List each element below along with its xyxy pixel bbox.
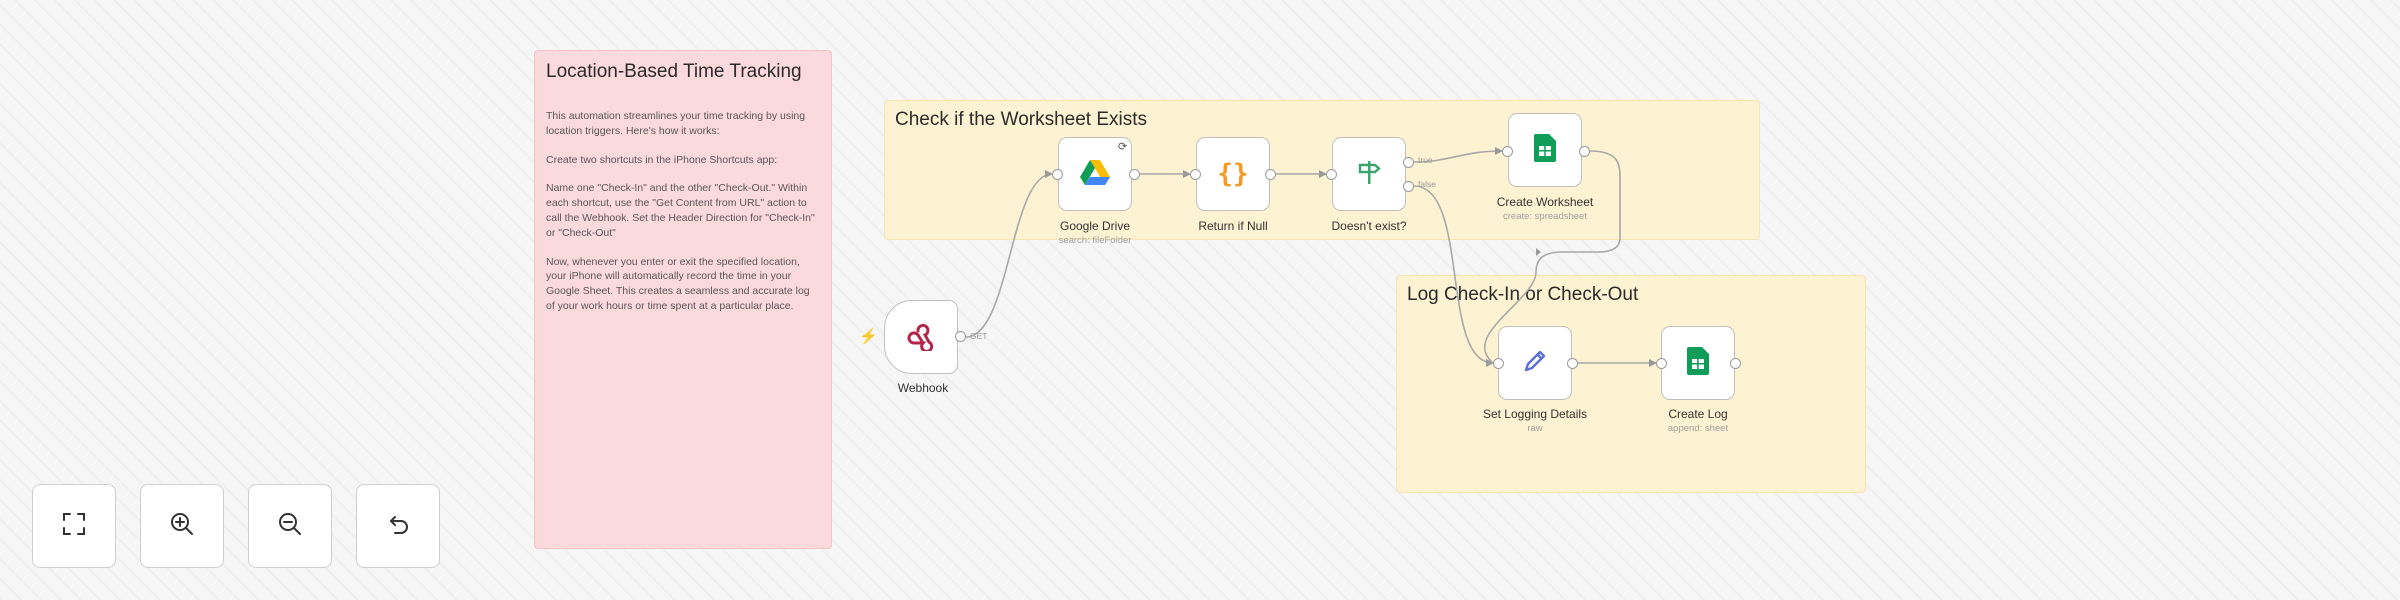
node-set-logging-details[interactable] [1498, 326, 1572, 400]
fullscreen-icon [60, 510, 88, 543]
webhook-icon [905, 319, 937, 356]
output-port[interactable] [1730, 358, 1741, 369]
sticky-note-paragraph: Now, whenever you enter or exit the spec… [546, 255, 810, 312]
pencil-icon [1520, 346, 1550, 381]
output-port-true[interactable] [1403, 157, 1414, 168]
undo-icon [384, 510, 412, 543]
signpost-icon [1354, 157, 1384, 192]
node-label: Return if Null [1198, 219, 1268, 233]
input-port[interactable] [1493, 358, 1504, 369]
input-port[interactable] [1052, 169, 1063, 180]
node-label: Set Logging Details [1482, 407, 1588, 421]
node-return-if-null[interactable]: {} [1196, 137, 1270, 211]
wire-webhook-to-drive [965, 170, 1053, 338]
node-label: Webhook [897, 381, 949, 395]
output-port[interactable] [1265, 169, 1276, 180]
port-label-true: true [1418, 155, 1433, 165]
node-subtitle: raw [1527, 423, 1543, 434]
zoom-in-icon [168, 510, 196, 543]
output-port[interactable] [1129, 169, 1140, 180]
wire-if-true-to-create-worksheet [1413, 147, 1503, 163]
sync-icon: ⟳ [1118, 141, 1128, 153]
reset-zoom-button[interactable] [356, 484, 440, 568]
wire-if-false-to-set-logging [1413, 185, 1494, 367]
node-doesnt-exist[interactable] [1332, 137, 1406, 211]
wire-create-worksheet-loop [1484, 150, 1621, 364]
google-sheets-icon [1534, 133, 1556, 167]
node-label: Google Drive [1059, 219, 1131, 233]
node-subtitle: search: fileFolder [1058, 235, 1132, 246]
sticky-note-description[interactable]: Location-Based Time Tracking This automa… [534, 50, 832, 549]
zoom-out-icon [276, 510, 304, 543]
input-port[interactable] [1502, 146, 1513, 157]
output-port[interactable] [1579, 146, 1590, 157]
node-google-drive[interactable] [1058, 137, 1132, 211]
node-webhook[interactable] [884, 300, 958, 374]
node-subtitle: append: sheet [1667, 423, 1729, 434]
sticky-note-title: Location-Based Time Tracking [546, 61, 802, 82]
sticky-note-paragraph: Create two shortcuts in the iPhone Short… [546, 153, 778, 166]
group-check-worksheet[interactable]: Check if the Worksheet Exists [884, 100, 1760, 240]
google-drive-icon [1079, 158, 1111, 191]
output-port[interactable] [955, 331, 966, 342]
google-sheets-icon [1687, 346, 1709, 380]
zoom-in-button[interactable] [140, 484, 224, 568]
group-log-check-in-out[interactable]: Log Check-In or Check-Out [1396, 275, 1866, 493]
group-title: Check if the Worksheet Exists [895, 109, 1148, 130]
zoom-out-button[interactable] [248, 484, 332, 568]
node-label: Doesn't exist? [1331, 219, 1407, 233]
input-port[interactable] [1656, 358, 1667, 369]
code-braces-icon: {} [1217, 159, 1249, 189]
sticky-note-paragraph: This automation streamlines your time tr… [546, 110, 806, 137]
port-label-false: false [1418, 179, 1436, 189]
sticky-note-paragraph: Name one "Check-In" and the other "Check… [546, 182, 815, 239]
node-create-worksheet[interactable] [1508, 113, 1582, 187]
node-label: Create Worksheet [1496, 195, 1594, 209]
node-subtitle: create: spreadsheet [1503, 211, 1587, 222]
node-create-log[interactable] [1661, 326, 1735, 400]
output-label-get: GET [970, 331, 988, 341]
input-port[interactable] [1190, 169, 1201, 180]
group-title: Log Check-In or Check-Out [1407, 284, 1639, 305]
fit-view-button[interactable] [32, 484, 116, 568]
trigger-bolt-icon: ⚡ [859, 328, 878, 345]
output-port-false[interactable] [1403, 181, 1414, 192]
node-label: Create Log [1668, 407, 1728, 421]
output-port[interactable] [1567, 358, 1578, 369]
input-port[interactable] [1326, 169, 1337, 180]
sticky-note-body: This automation streamlines your time tr… [546, 109, 820, 314]
